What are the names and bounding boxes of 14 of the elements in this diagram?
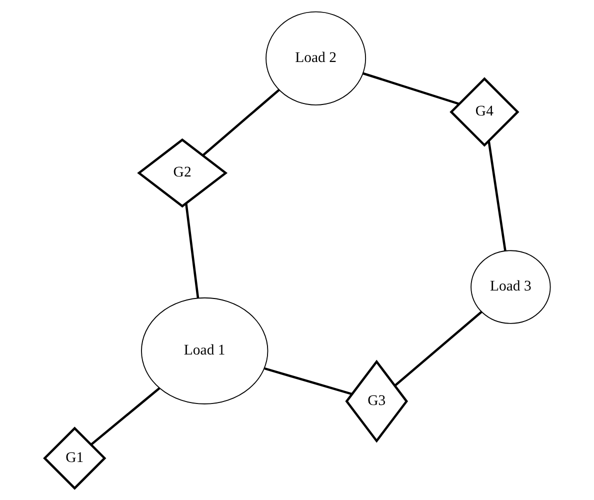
node-ellipse: Load 1 [140,297,268,404]
node-diamond: G2 [136,138,228,208]
node-diamond: G3 [344,360,408,443]
node-circle: Load 2 [265,11,366,106]
connector [90,387,160,446]
connector [487,140,506,251]
connector [184,203,199,298]
connector [362,72,460,106]
node-diamond: G1 [42,426,106,490]
node-circle: Load 3 [470,250,550,324]
connector [202,89,280,156]
node-diamond: G4 [449,77,519,147]
connector [394,311,482,386]
connector [264,367,352,396]
